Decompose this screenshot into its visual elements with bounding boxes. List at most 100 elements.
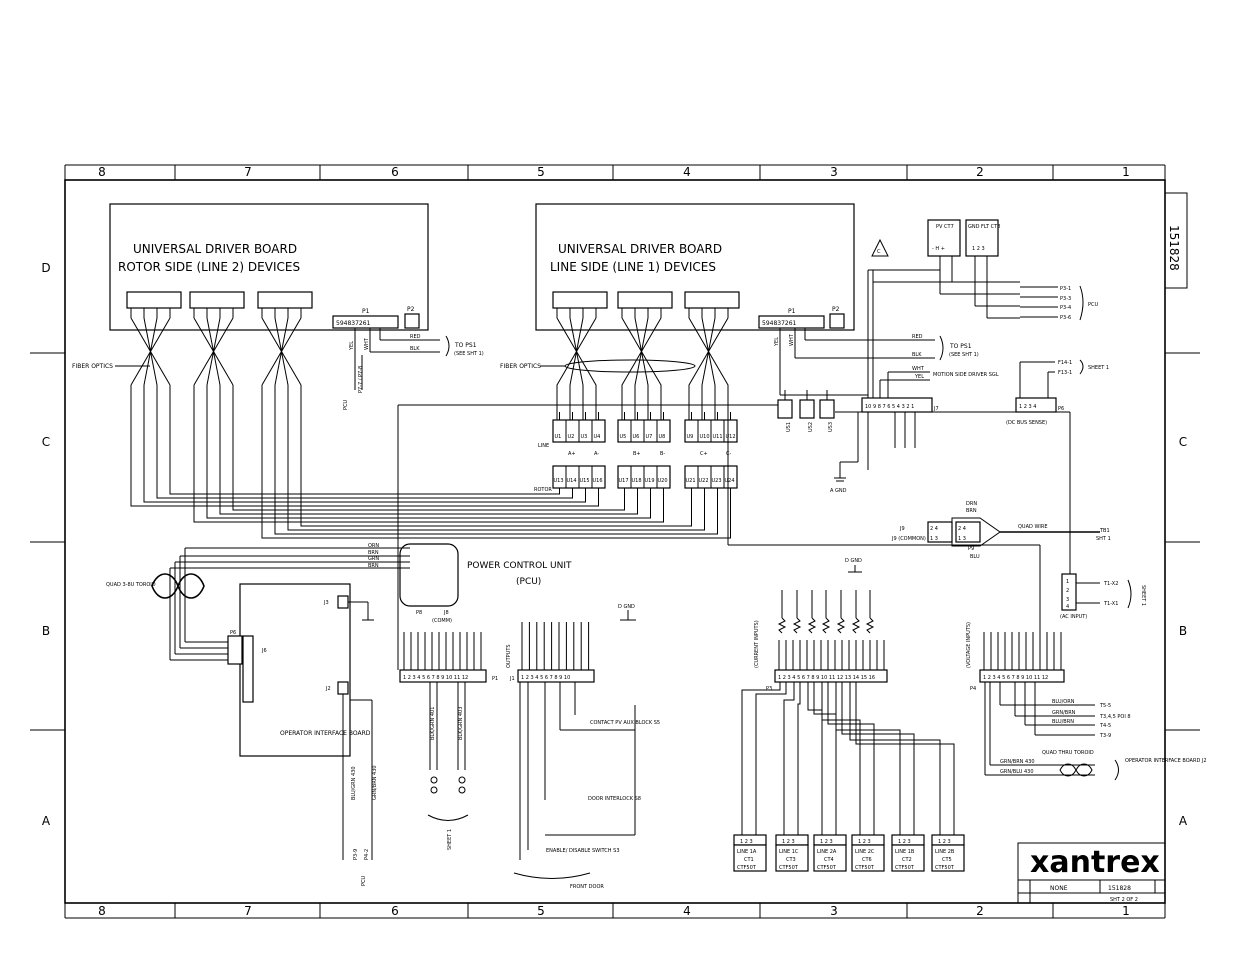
u-module-label: U2 [568,434,575,440]
line-label: LINE [538,443,549,449]
zone-row-c: C [42,435,50,449]
svg-text:P4: P4 [970,686,976,692]
ct-part: CTF50T [779,865,799,871]
phase-label: A- [594,451,599,457]
svg-text:J6: J6 [261,648,267,654]
svg-text:(VOLTAGE INPUTS): (VOLTAGE INPUTS) [966,622,972,668]
ct-sub: CT4 [824,857,834,863]
ct-sub: CT2 [902,857,912,863]
u-module-label: U4 [594,434,601,440]
svg-text:PCU: PCU [1088,302,1099,308]
svg-text:BLK: BLK [912,352,922,358]
svg-text:PV CT7: PV CT7 [936,224,954,230]
u-module-label: U1 [555,434,562,440]
svg-text:P3-3: P3-3 [1060,296,1071,302]
ct-sub: CT1 [744,857,754,863]
u-module-label: U22 [699,478,709,484]
svg-text:DOOR INTERLOCK S8: DOOR INTERLOCK S8 [588,796,641,802]
svg-text:P6: P6 [230,630,236,636]
svg-text:ORN: ORN [368,543,379,549]
svg-text:TB1: TB1 [1099,528,1110,534]
svg-text:P8: P8 [416,610,422,616]
svg-text:QUAD WIRE: QUAD WIRE [1018,524,1048,530]
u-module-label: U21 [686,478,696,484]
u-module-label: U5 [620,434,627,440]
phase-label: C- [726,451,731,457]
svg-text:YEL: YEL [914,374,924,380]
svg-text:6: 6 [391,904,399,918]
u-module-label: U19 [645,478,655,484]
svg-text:P3-1: P3-1 [1060,286,1071,292]
svg-text:1: 1 [1066,579,1069,585]
svg-text:BRN: BRN [966,508,977,514]
svg-text:3: 3 [830,904,838,918]
u-module-label: U12 [726,434,736,440]
line-ps1-wiring: RED BLK YEL WHT TO PS1 (SEE SHT 1) [774,328,979,396]
lower-left-io: BLK/GRN 401 BLK/GRN 403 SHEET 1 CONTACT … [427,682,660,890]
svg-text:BLK: BLK [410,346,420,352]
svg-text:P3-6: P3-6 [1060,315,1071,321]
svg-text:BLU/BRN: BLU/BRN [1052,719,1074,725]
svg-text:(COMM): (COMM) [432,618,452,624]
svg-text:J7: J7 [933,406,939,412]
phase-label: B+ [633,451,641,457]
drawing-number-tab: 151828 [1167,225,1181,271]
u-module-label: U13 [554,478,564,484]
ct-pins: 1 2 3 [858,839,871,845]
u-module-label: U17 [619,478,629,484]
svg-text:PCU: PCU [343,399,349,410]
dc-bus-sense: 1 2 3 4 P6 (DC BUS SENSE) F14-1 F13-1 SH… [1006,359,1109,426]
svg-text:FRONT DOOR: FRONT DOOR [570,884,604,890]
ct-sub: CT3 [786,857,796,863]
ct-name: LINE 1B [895,849,915,855]
pcu-title: POWER CONTROL UNIT [467,561,572,571]
svg-text:US3: US3 [828,422,834,432]
rotor-driver-board: UNIVERSAL DRIVER BOARD ROTOR SIDE (LINE … [109,203,429,331]
svg-text:PCU: PCU [361,875,367,886]
svg-text:7: 7 [244,904,252,918]
svg-text:P7-7 / P7-8: P7-7 / P7-8 [358,366,364,393]
operator-board-title: OPERATOR INTERFACE BOARD [280,730,371,737]
svg-text:P3-9: P3-9 [353,849,359,860]
u-module-label: U7 [646,434,653,440]
u-module-label: U11 [713,434,723,440]
svg-text:D GND: D GND [618,604,635,610]
zone-col-2: 2 [976,165,984,179]
svg-text:BRN: BRN [368,563,379,569]
scale-value: NONE [1050,885,1068,892]
svg-text:P1: P1 [362,308,370,315]
rotor-ps1-wiring: RED BLK YEL WHT TO PS1 (SEE SHT 1) P7-7 … [343,328,484,410]
u-module-label: U18 [632,478,642,484]
svg-text:BLK/GRN 401: BLK/GRN 401 [430,707,436,740]
svg-text:YEL: YEL [349,341,355,351]
ct-pins: 1 2 3 [820,839,833,845]
zone-col-5: 5 [537,165,545,179]
zone-col-6: 6 [391,165,399,179]
fiber-optics-label-right: FIBER OPTICS [500,363,541,370]
svg-text:GRN/BRN 430: GRN/BRN 430 [1000,759,1035,765]
line-board-subtitle: LINE SIDE (LINE 1) DEVICES [550,260,716,274]
u-module-label: U8 [659,434,666,440]
svg-text:J2: J2 [325,686,331,692]
svg-text:P2: P2 [832,306,840,313]
ct-pins: 1 2 3 [740,839,753,845]
svg-text:TO PS1: TO PS1 [949,343,972,350]
rotor-board-subtitle: ROTOR SIDE (LINE 2) DEVICES [118,260,300,274]
svg-text:4: 4 [683,904,691,918]
svg-text:CONTACT PV AUX BLOCK S5: CONTACT PV AUX BLOCK S5 [590,720,660,726]
u-module-label: U6 [633,434,640,440]
rotor-label: ROTOR [534,487,552,493]
svg-text:US2: US2 [808,422,814,432]
dwg-number: 151828 [1108,885,1131,892]
svg-text:P3: P3 [766,686,772,692]
u-module-label: U20 [658,478,668,484]
svg-text:P2: P2 [407,306,415,313]
ct-sub: CT6 [862,857,872,863]
svg-text:SHEET 1: SHEET 1 [447,829,453,850]
j9-p9-quad-wire: 2 4 1 3 J9 J9 (COMMON) 2 4 1 3 P9 QUAD W… [891,501,1111,560]
xantrex-logo: xantrex [1030,845,1160,880]
svg-text:1 2 3 4 5 6 7 8 9 10 11 12 13: 1 2 3 4 5 6 7 8 9 10 11 12 13 14 15 16 [778,675,875,681]
svg-text:BLK/GRN 403: BLK/GRN 403 [458,707,464,740]
